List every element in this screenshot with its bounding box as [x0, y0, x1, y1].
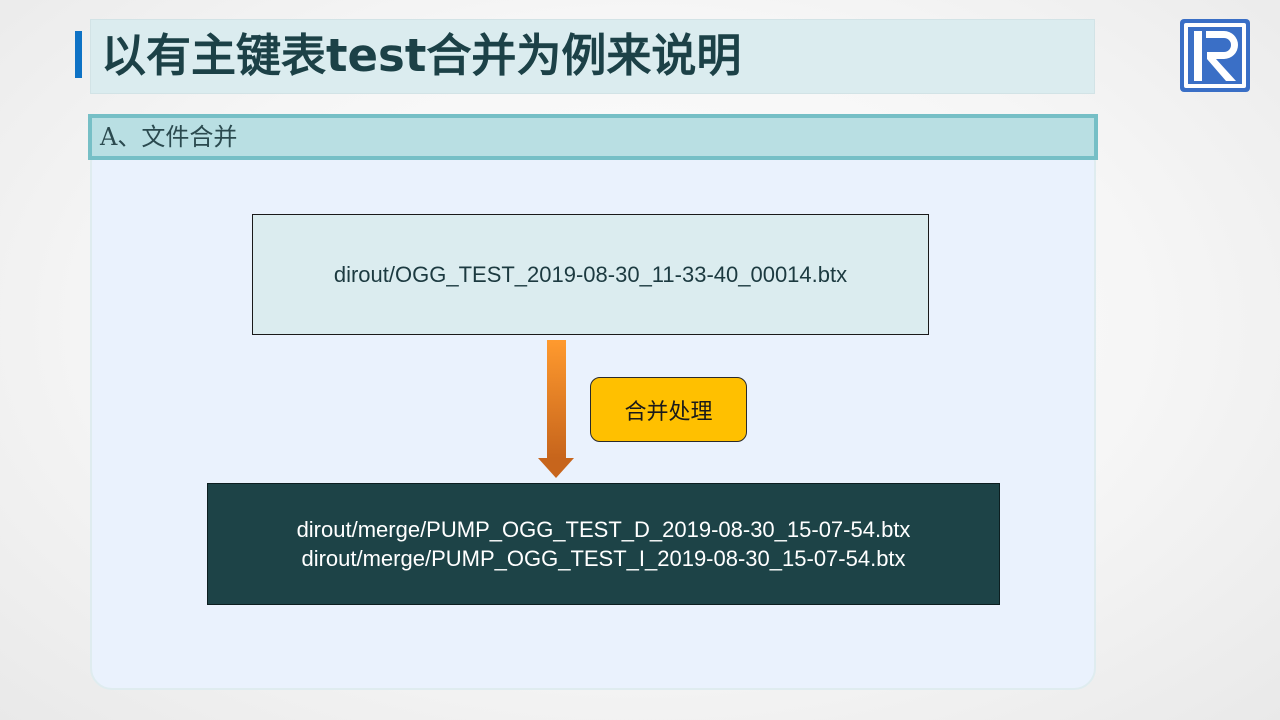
- rq-logo-icon: [1180, 19, 1250, 92]
- merge-process-label: 合并处理: [624, 399, 713, 425]
- output-file-name: dirout/merge/PUMP_OGG_TEST_I_2019-08-30_…: [301, 546, 906, 571]
- section-header-label: A、文件合并: [100, 123, 238, 151]
- source-file-box: dirout/OGG_TEST_2019-08-30_11-33-40_0001…: [252, 214, 929, 335]
- title-accent-bar: [75, 31, 82, 78]
- down-arrow-icon: [538, 340, 574, 478]
- source-file-name: dirout/OGG_TEST_2019-08-30_11-33-40_0001…: [333, 261, 848, 287]
- output-files-box: dirout/merge/PUMP_OGG_TEST_D_2019-08-30_…: [207, 483, 1000, 605]
- title-banner: 以有主键表test合并为例来说明: [90, 19, 1095, 94]
- output-file-name: dirout/merge/PUMP_OGG_TEST_D_2019-08-30_…: [296, 517, 911, 542]
- merge-process-box: 合并处理: [590, 377, 747, 442]
- page-title: 以有主键表test合并为例来说明: [101, 29, 742, 82]
- section-header: A、文件合并: [88, 114, 1098, 160]
